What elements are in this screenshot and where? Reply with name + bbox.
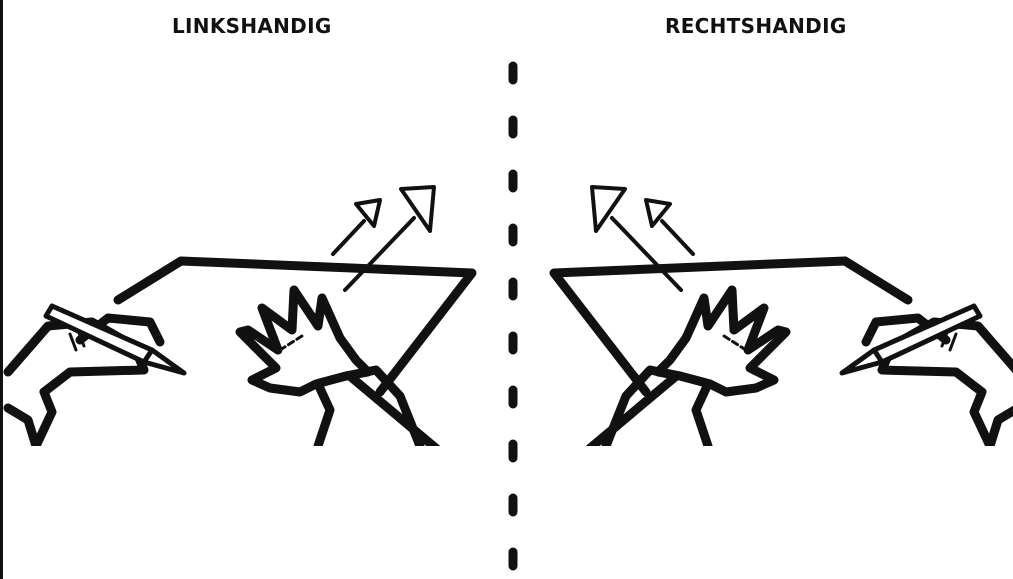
writing-hand-icon	[8, 318, 160, 446]
right-panel	[554, 187, 1013, 460]
left-panel	[8, 187, 472, 460]
